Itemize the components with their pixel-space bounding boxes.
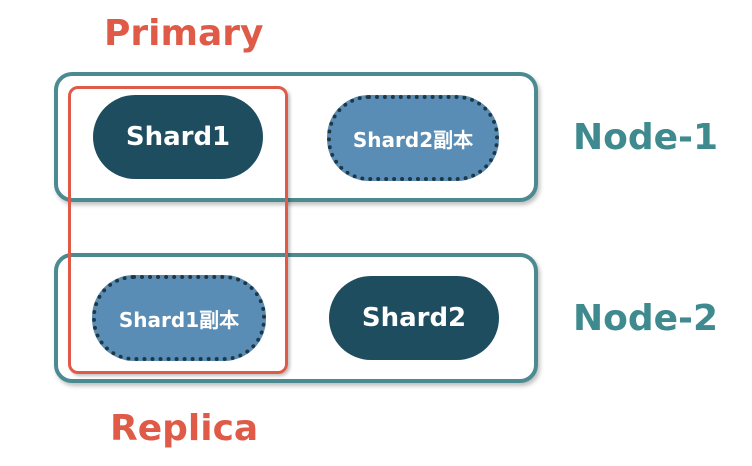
shard-node-2-primary: Shard2: [329, 276, 499, 360]
shard-node-2-replica: Shard1副本: [92, 275, 266, 361]
shard-node-1-replica: Shard2副本: [327, 95, 499, 181]
node-1-label: Node-1: [573, 117, 719, 158]
node-2-box: [54, 253, 538, 383]
shard-node-1-primary: Shard1: [93, 95, 263, 179]
shard1-group-box: [68, 86, 288, 374]
node-1-box: [54, 72, 538, 202]
replica-label: Replica: [110, 408, 259, 449]
primary-label: Primary: [104, 13, 264, 54]
node-2-label: Node-2: [573, 298, 719, 339]
